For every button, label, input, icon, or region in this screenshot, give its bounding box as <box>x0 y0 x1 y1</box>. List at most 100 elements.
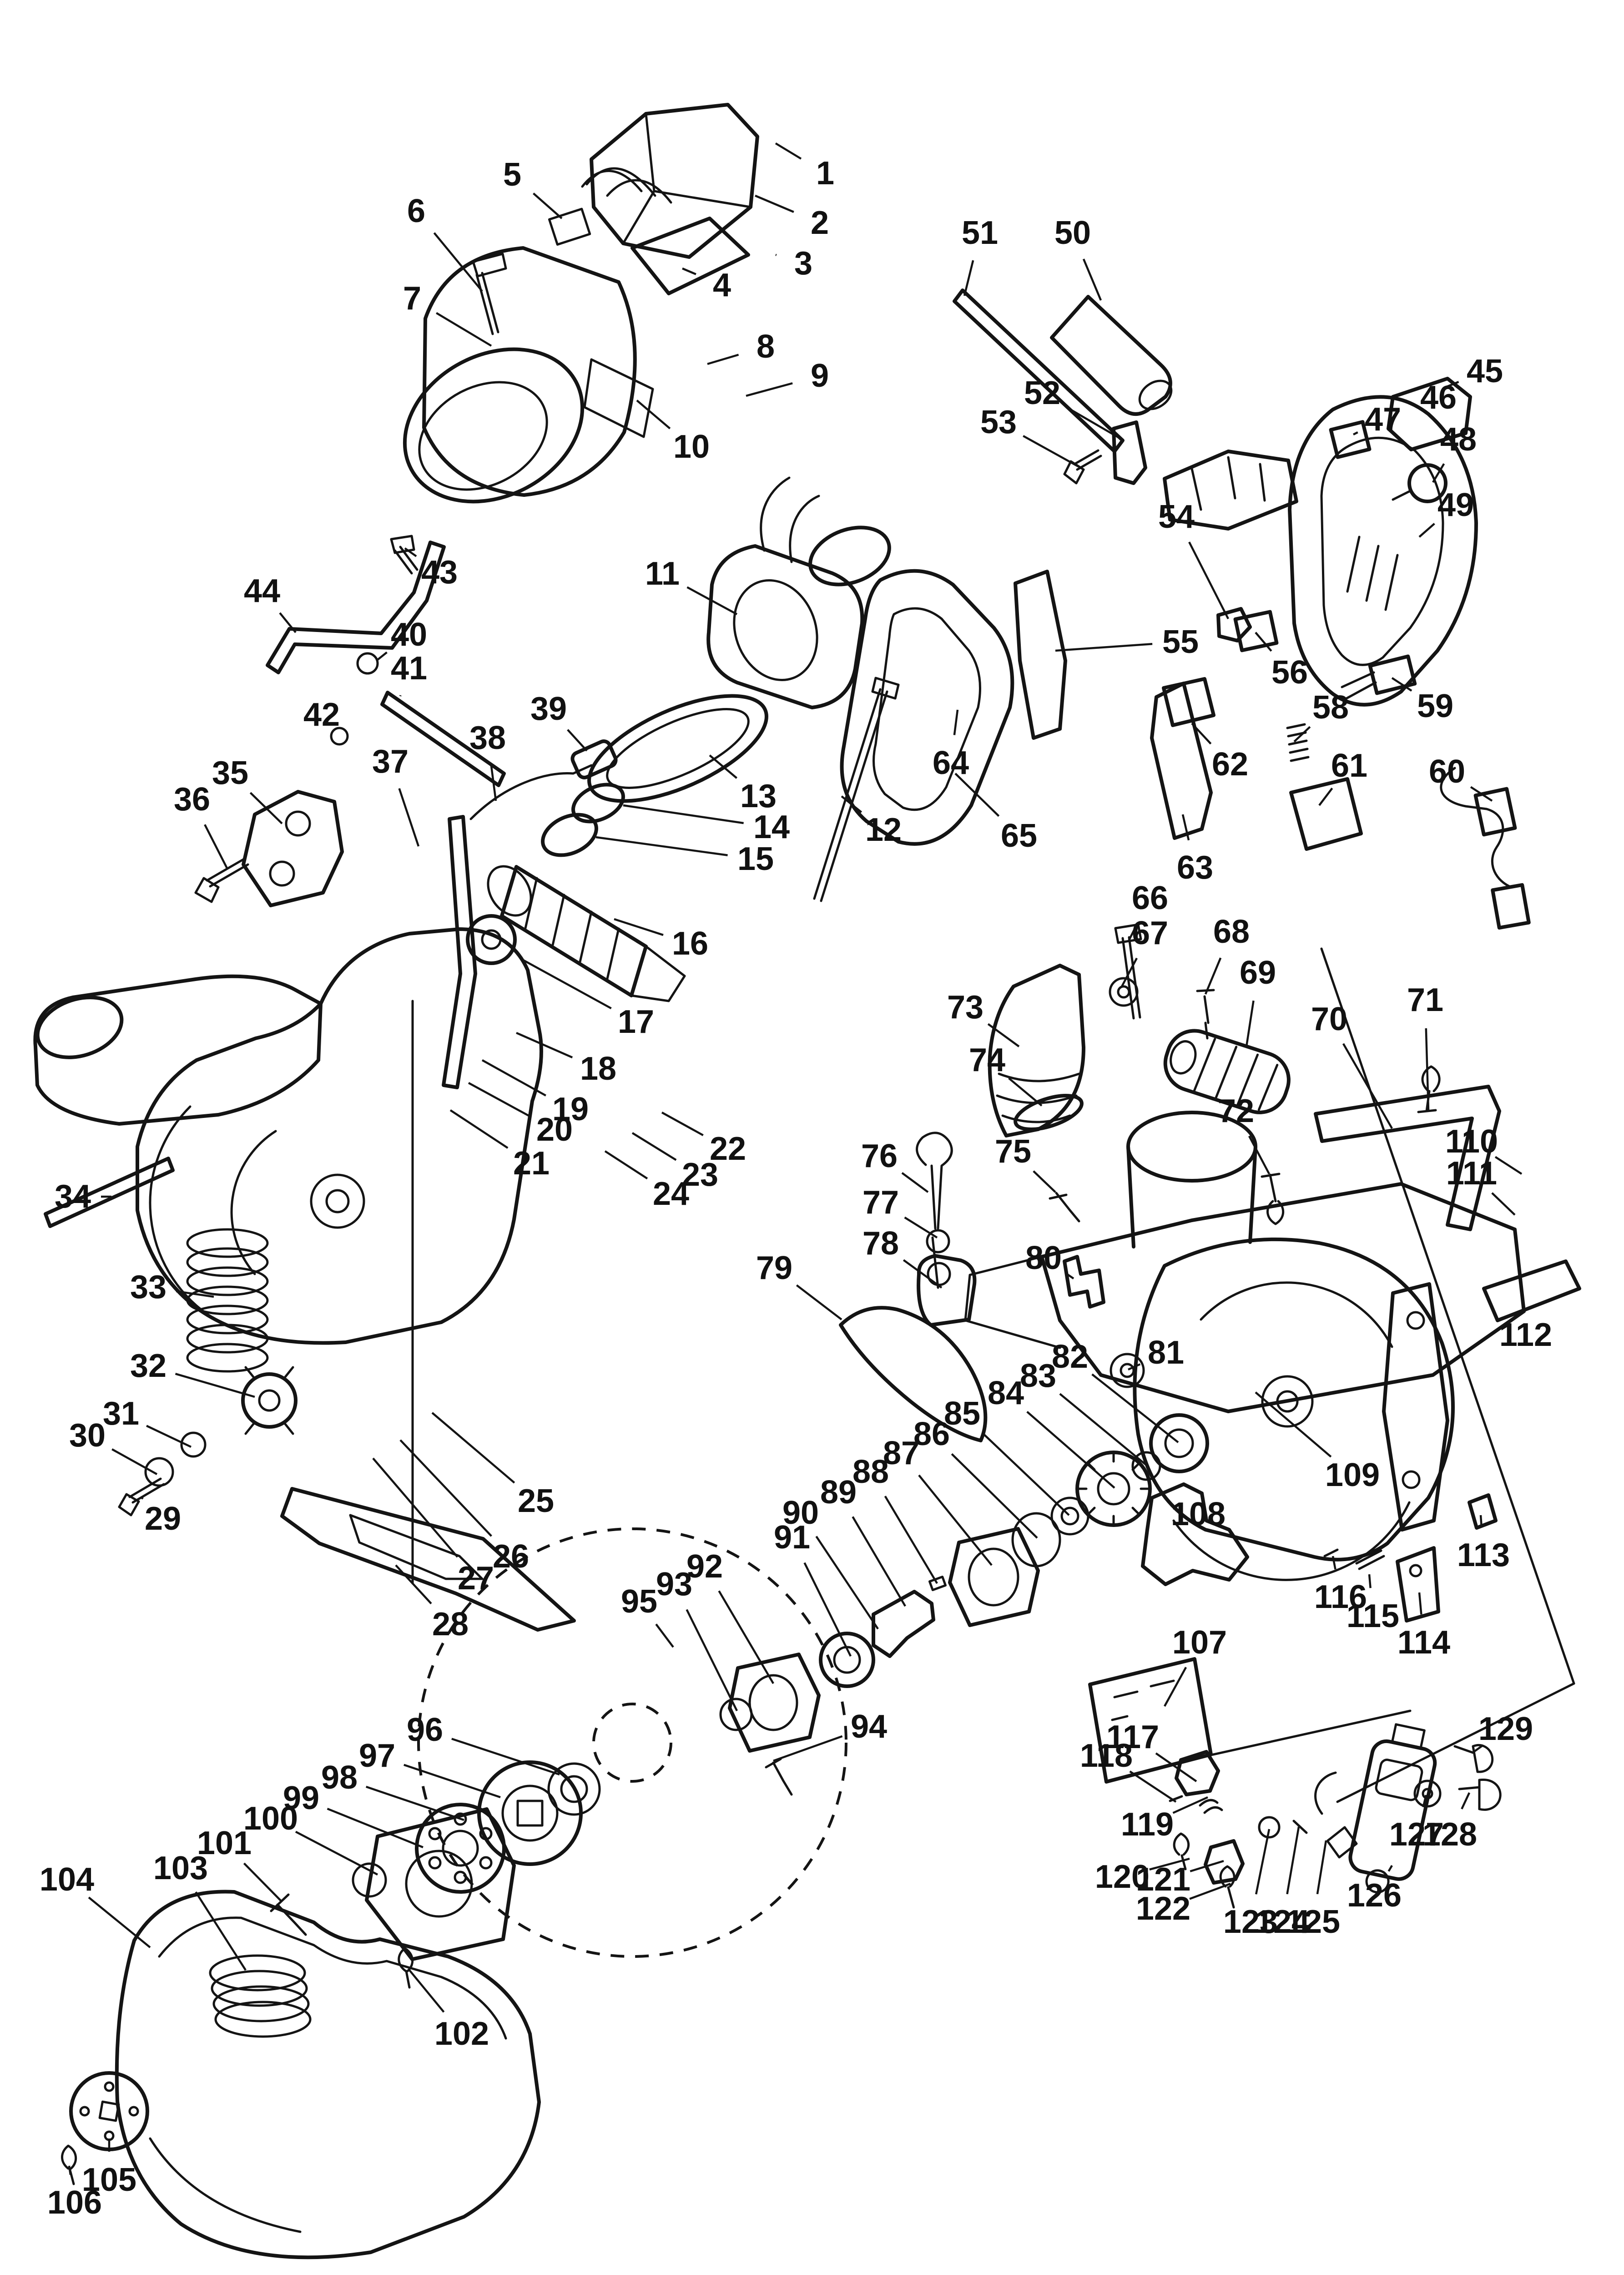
terminal-block <box>548 207 591 246</box>
leader-line-69 <box>1245 1000 1255 1047</box>
controller-61 <box>1289 777 1363 851</box>
spindle-cap-inner <box>258 1389 281 1412</box>
cover-strip-55 <box>1014 570 1067 740</box>
part-number-35: 35 <box>212 755 248 791</box>
part-number-82: 82 <box>1052 1339 1088 1375</box>
armature-hatch <box>524 877 620 980</box>
switch-button-47 <box>1329 420 1372 459</box>
part-number-122: 122 <box>1136 1891 1190 1927</box>
leader-line-102 <box>409 1969 445 2013</box>
part-number-98: 98 <box>321 1759 358 1796</box>
part-number-29: 29 <box>145 1501 181 1537</box>
thumb-bolt-128 <box>1458 1779 1502 1811</box>
washer-31 <box>180 1431 207 1458</box>
holder-arm-44 <box>266 541 446 674</box>
part-number-21: 21 <box>513 1145 550 1182</box>
part-number-25: 25 <box>518 1483 554 1519</box>
part-number-119: 119 <box>1121 1806 1174 1843</box>
part-number-27: 27 <box>458 1560 494 1597</box>
shaft-41 <box>380 691 506 787</box>
leader-line-15 <box>595 836 728 856</box>
part-number-55: 55 <box>1162 624 1199 660</box>
disc-105-square <box>98 2100 120 2122</box>
spindle-cap-lugs <box>244 1366 294 1435</box>
part-number-15: 15 <box>737 841 774 877</box>
leader-line-2 <box>755 194 794 213</box>
cover-79 <box>839 1306 988 1442</box>
part-number-100: 100 <box>243 1800 298 1837</box>
right-case-arch <box>1172 1281 1411 1581</box>
pointer-114 <box>1396 1546 1440 1623</box>
leader-line-35 <box>249 792 283 824</box>
disc-105-holes <box>79 2081 139 2141</box>
leader-line-101 <box>243 1862 283 1903</box>
motor-cap-detail <box>622 112 752 245</box>
leader-line-81 <box>1128 1363 1141 1371</box>
part-number-39: 39 <box>530 691 567 727</box>
construction-line-right <box>1320 947 1575 1685</box>
lock-off-lever-117 <box>1175 1750 1220 1796</box>
leader-line-72 <box>1248 1135 1270 1175</box>
outer-flange-97-square <box>516 1800 544 1827</box>
ring-96 <box>547 1762 601 1816</box>
handle-65-inner <box>873 607 981 811</box>
part-number-20: 20 <box>536 1112 573 1148</box>
trigger-mount <box>1163 450 1298 531</box>
part-number-96: 96 <box>407 1712 443 1748</box>
part-number-24: 24 <box>653 1176 689 1212</box>
bearing-82-inner <box>1164 1428 1194 1458</box>
link-arm-28 <box>280 1487 576 1632</box>
ring-96-hole <box>560 1775 588 1803</box>
leader-line-106 <box>68 2165 72 2175</box>
part-number-2: 2 <box>811 205 829 241</box>
spacer-67-hole <box>1117 985 1130 999</box>
connector-59-wires <box>1341 671 1377 700</box>
part-number-92: 92 <box>686 1548 723 1585</box>
gear-84-teeth <box>1076 1451 1151 1527</box>
screw-129 <box>1453 1744 1494 1773</box>
leader-line-28 <box>395 1564 432 1604</box>
part-number-128: 128 <box>1422 1816 1477 1853</box>
leader-line-47 <box>1352 431 1358 436</box>
leader-line-91 <box>803 1562 852 1657</box>
leader-line-65 <box>954 773 1000 817</box>
leader-line-22 <box>661 1112 704 1137</box>
leader-line-53 <box>1023 435 1079 467</box>
spring-119 <box>1199 1799 1223 1814</box>
screw-106 <box>61 2144 77 2185</box>
bracket-hole-a <box>285 810 311 837</box>
flange-87 <box>948 1527 1040 1627</box>
part-number-12: 12 <box>865 812 902 848</box>
bracket-hole-b <box>269 860 295 887</box>
inner-flange-98-holes <box>428 1812 493 1884</box>
bevel-bracket-109 <box>1382 1282 1449 1532</box>
part-number-5: 5 <box>503 157 521 193</box>
lock-lever-38 <box>442 815 477 1089</box>
part-number-1: 1 <box>816 155 834 192</box>
housing-baffle <box>583 358 654 438</box>
part-number-89: 89 <box>820 1474 857 1511</box>
cap-39 <box>570 739 618 779</box>
leader-line-52 <box>1066 406 1122 440</box>
part-number-31: 31 <box>103 1395 139 1432</box>
leader-line-49 <box>1418 523 1435 538</box>
leader-line-23 <box>631 1132 677 1161</box>
leader-line-36 <box>204 824 229 870</box>
part-number-40: 40 <box>391 617 427 653</box>
leader-line-73 <box>987 1023 1020 1047</box>
leader-line-94 <box>773 1735 843 1762</box>
bushing-81-hole <box>1120 1363 1135 1378</box>
part-number-76: 76 <box>861 1138 898 1174</box>
part-number-10: 10 <box>673 429 710 465</box>
part-number-102: 102 <box>434 2016 489 2052</box>
spacer-67 <box>1109 977 1139 1007</box>
part-number-67: 67 <box>1132 915 1168 951</box>
stopper-lever-108 <box>1141 1482 1249 1586</box>
part-number-49: 49 <box>1437 487 1474 523</box>
leader-line-100 <box>295 1830 378 1876</box>
leader-line-13 <box>709 754 738 779</box>
part-number-63: 63 <box>1177 849 1213 886</box>
part-number-58: 58 <box>1312 689 1349 726</box>
leader-line-64 <box>953 709 959 735</box>
saw-blade-hub <box>592 1703 672 1783</box>
